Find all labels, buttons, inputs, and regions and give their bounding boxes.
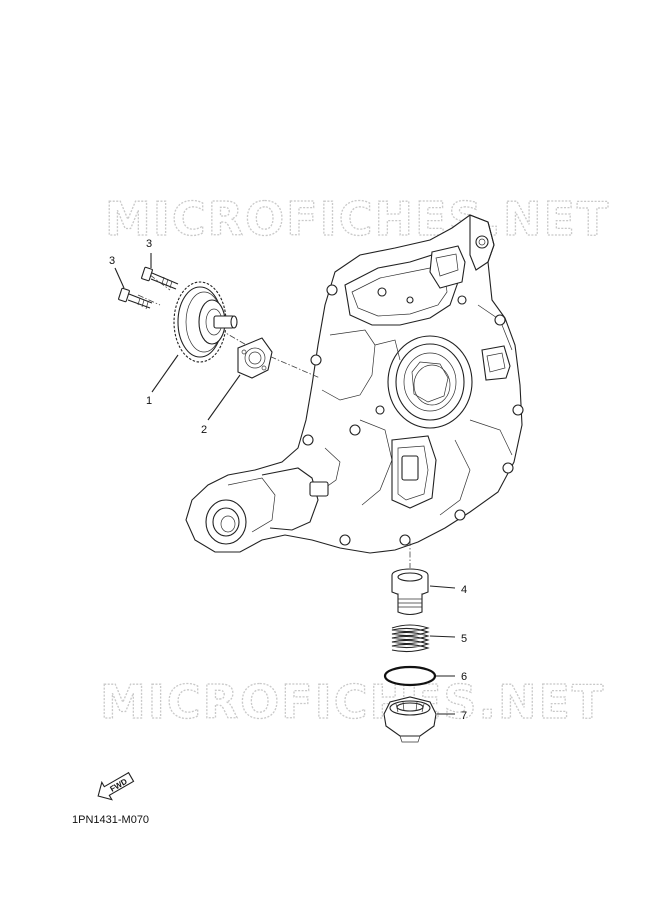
oil-pump-plate — [237, 337, 273, 379]
fwd-arrow-icon: FWD — [97, 771, 135, 801]
o-ring — [383, 665, 437, 687]
callout-4: 7 — [461, 710, 467, 722]
watermark-bottom: MICROFICHES.NET — [100, 675, 605, 729]
watermark-top: MICROFICHES.NET — [105, 192, 610, 246]
callout-3b: 3 — [109, 255, 115, 267]
relief-spring — [391, 624, 430, 653]
strainer-plug — [391, 568, 429, 616]
bolt-upper — [141, 266, 179, 290]
bolt-lower — [118, 287, 153, 310]
callout-1: 1 — [146, 395, 152, 407]
callout-5: 4 — [461, 584, 467, 596]
diagram-code: 1PN1431-M070 — [72, 814, 150, 826]
oil-pump-gear — [173, 281, 238, 363]
callout-7: 6 — [461, 671, 467, 683]
callout-3a: 3 — [146, 238, 152, 250]
crankcase-cover — [185, 214, 524, 554]
drain-plug — [383, 696, 437, 743]
callout-6: 5 — [461, 633, 467, 645]
callout-2: 2 — [201, 424, 207, 436]
